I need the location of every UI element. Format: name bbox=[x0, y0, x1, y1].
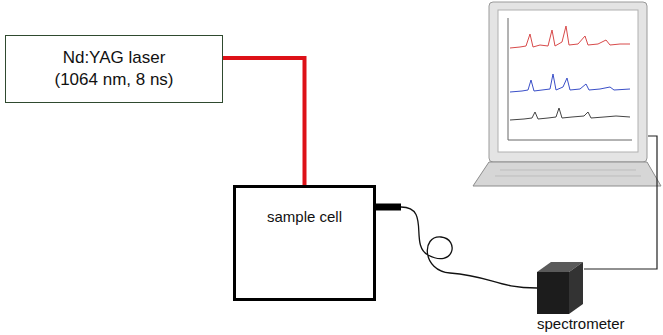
laptop-screen bbox=[498, 10, 638, 152]
spectrometer-box: spectrometer bbox=[537, 262, 647, 332]
fiber-connector bbox=[376, 204, 401, 211]
sample-cell-box: sample cell bbox=[233, 185, 376, 301]
node-label: sample cell bbox=[236, 208, 373, 226]
data-cable bbox=[584, 136, 657, 269]
laptop-base bbox=[473, 162, 661, 186]
laptop-keyboard bbox=[495, 176, 641, 177]
laptop-keyboard bbox=[500, 170, 636, 171]
optical-fiber bbox=[376, 207, 537, 288]
laser-box: Nd:YAG laser (1064 nm, 8 ns) bbox=[5, 35, 223, 103]
spectrum-plot bbox=[508, 18, 632, 140]
node-label: Nd:YAG laser (1064 nm, 8 ns) bbox=[40, 47, 188, 91]
node-label: spectrometer bbox=[537, 315, 625, 333]
laser-beam bbox=[223, 58, 305, 185]
spectrometer-symbol bbox=[537, 262, 585, 314]
laptop-lid bbox=[489, 2, 647, 162]
